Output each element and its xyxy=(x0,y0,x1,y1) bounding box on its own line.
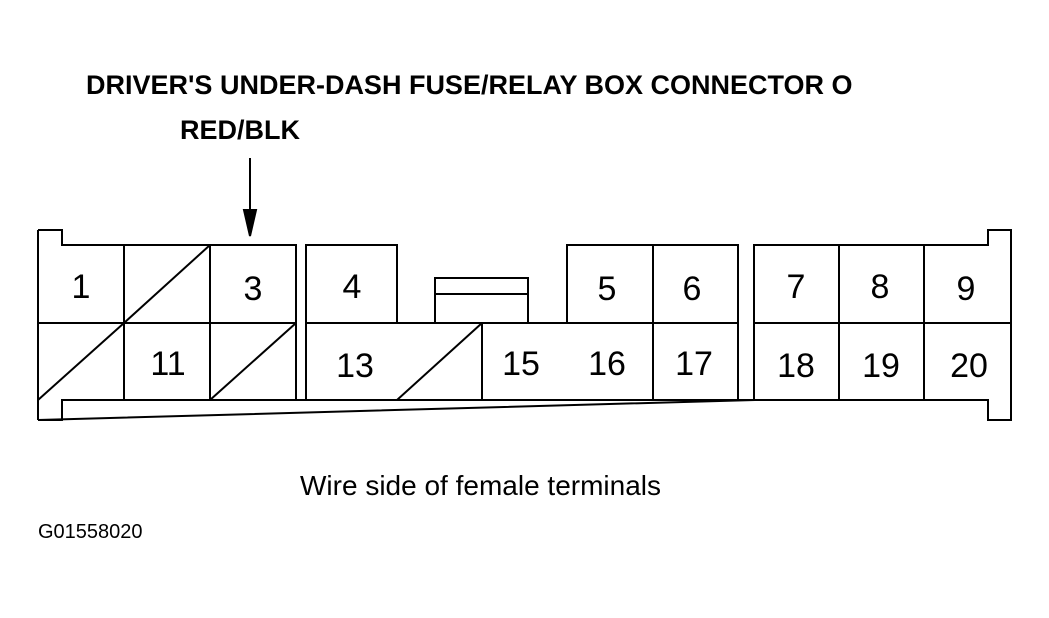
terminal-13: 13 xyxy=(336,347,374,385)
connector-title: DRIVER'S UNDER-DASH FUSE/RELAY BOX CONNE… xyxy=(86,70,853,100)
terminal-11: 11 xyxy=(150,345,185,383)
terminal-18: 18 xyxy=(777,347,815,385)
terminal-19: 19 xyxy=(862,347,900,385)
terminal-5: 5 xyxy=(598,270,617,308)
terminal-15: 15 xyxy=(502,345,540,383)
pointer-arrow-head xyxy=(242,209,258,237)
empty-position-10-slash xyxy=(37,322,125,401)
empty-position-2-slash xyxy=(123,244,211,324)
connector-housing-outline xyxy=(37,229,1012,421)
terminal-7: 7 xyxy=(787,268,806,306)
terminal-20: 20 xyxy=(950,347,988,385)
empty-position-12-slash xyxy=(209,322,297,401)
terminal-4: 4 xyxy=(343,268,362,306)
terminal-16: 16 xyxy=(588,345,626,383)
wire-color-label: RED/BLK xyxy=(180,115,300,145)
diagram-caption: Wire side of female terminals xyxy=(300,470,662,501)
terminal-3: 3 xyxy=(244,270,263,308)
terminal-1: 1 xyxy=(72,268,91,306)
figure-code: G01558020 xyxy=(38,521,143,543)
terminal-17: 17 xyxy=(675,345,713,383)
terminal-9: 9 xyxy=(957,270,976,308)
empty-position-14-slash xyxy=(396,322,483,401)
terminal-6: 6 xyxy=(683,270,702,308)
terminal-8: 8 xyxy=(871,268,890,306)
